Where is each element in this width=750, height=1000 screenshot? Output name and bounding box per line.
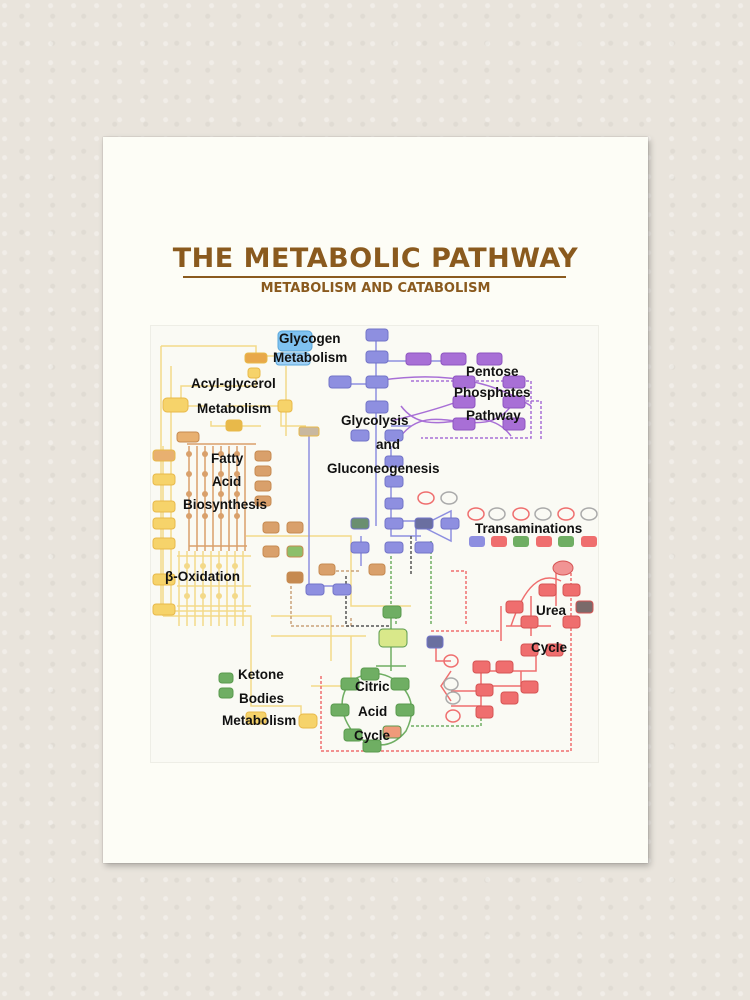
glycogen-nodes [275, 330, 313, 366]
poster-subtitle: METABOLISM AND CATABOLISM [260, 281, 491, 296]
label-glycolysis-3: Gluconeogenesis [327, 461, 440, 476]
label-glycolysis-1: Glycolysis [341, 413, 409, 428]
label-citric-2: Acid [358, 704, 387, 719]
label-citric-1: Citric [355, 679, 390, 694]
urea-nodes [472, 560, 594, 719]
label-transaminations: Transaminations [475, 521, 582, 536]
label-glycolysis-2: and [376, 437, 400, 452]
transamination-boxes [469, 536, 597, 547]
pathway-svg: Glycogen Metabolism Acyl-glycerol Metabo… [152, 328, 598, 753]
label-ketone-1: Ketone [238, 667, 284, 682]
label-beta-oxidation: β-Oxidation [165, 569, 240, 584]
label-fatty-2: Acid [212, 474, 241, 489]
pentose-nodes [405, 352, 526, 431]
art-print: THE METABOLIC PATHWAY METABOLISM AND CAT… [103, 137, 648, 863]
fatty-acid-nodes [176, 431, 386, 584]
transamination-nodes [417, 491, 598, 723]
label-citric-3: Cycle [354, 728, 391, 743]
metabolic-pathway-diagram: Glycogen Metabolism Acyl-glycerol Metabo… [150, 325, 599, 763]
glycolysis-nodes [305, 328, 460, 649]
poster-title: THE METABOLIC PATHWAY [172, 243, 579, 274]
label-fatty-3: Biosynthesis [183, 497, 267, 512]
citric-nodes [218, 605, 415, 753]
label-ketone-3: Metabolism [222, 713, 296, 728]
diagram-labels: Glycogen Metabolism Acyl-glycerol Metabo… [165, 331, 582, 743]
title-underline [183, 276, 566, 278]
label-glycogen-2: Metabolism [273, 350, 347, 365]
label-ketone-2: Bodies [239, 691, 284, 706]
label-urea-2: Cycle [531, 640, 568, 655]
label-fatty-1: Fatty [211, 451, 244, 466]
label-glycogen-1: Glycogen [279, 331, 341, 346]
label-pentose-3: Pathway [466, 408, 521, 423]
label-acyl-2: Metabolism [197, 401, 271, 416]
label-pentose-2: Phosphates [454, 385, 531, 400]
label-acyl-1: Acyl-glycerol [191, 376, 276, 391]
label-urea-1: Urea [536, 603, 567, 618]
fatty-acid-dots [186, 451, 240, 519]
beta-oxidation-dots [184, 563, 238, 599]
label-pentose-1: Pentose [466, 364, 519, 379]
lipid-nodes [152, 352, 320, 729]
